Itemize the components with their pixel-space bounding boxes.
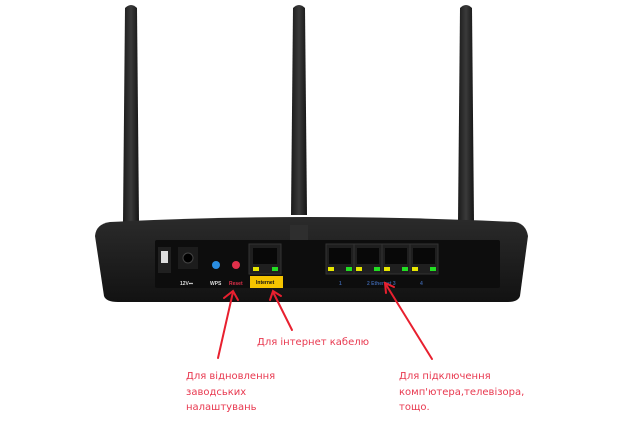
- eth23-label: 2 Ethernet 3: [367, 281, 396, 287]
- internet-arrow: [269, 289, 293, 331]
- ethernet-note-line: Для підключення: [399, 371, 491, 382]
- reset-label: Reset: [229, 281, 243, 287]
- ethernet-note: Для підключення комп'ютера,телевізора, т…: [399, 369, 524, 416]
- internet-note: Для інтернет кабелю: [257, 337, 370, 348]
- wps-button[interactable]: [212, 261, 220, 269]
- ethernet-port-4[interactable]: [409, 243, 439, 275]
- ethernet-ports: [325, 243, 439, 275]
- ethernet-port-2[interactable]: [353, 243, 383, 275]
- reset-note-line: Для відновлення: [186, 371, 276, 382]
- eth4-label: 4: [420, 281, 423, 287]
- wps-label: WPS: [210, 281, 222, 287]
- ethernet-note-line: тощо.: [399, 402, 430, 413]
- ethernet-arrow: [383, 281, 433, 360]
- eth1-label: 1: [339, 281, 342, 287]
- internet-label: Internet: [256, 280, 275, 286]
- ethernet-note-line: комп'ютера,телевізора,: [399, 386, 525, 398]
- reset-note-line: налаштувань: [186, 402, 257, 413]
- reset-button[interactable]: [232, 261, 240, 269]
- reset-arrow: [217, 289, 239, 359]
- ethernet-port-1[interactable]: [325, 243, 355, 275]
- antenna-left: [123, 5, 139, 222]
- reset-note: Для відновлення заводських налаштувань: [186, 369, 275, 416]
- ethernet-port-3[interactable]: [381, 243, 411, 275]
- reset-note-line: заводських: [186, 386, 247, 398]
- antenna-right: [458, 5, 474, 222]
- internet-badge: [250, 276, 283, 288]
- antenna-center: [291, 5, 307, 215]
- annotation-arrows: [217, 281, 433, 360]
- internet-port[interactable]: [248, 243, 282, 275]
- power-label: 12V⎓: [180, 281, 193, 287]
- antennas: [123, 5, 474, 222]
